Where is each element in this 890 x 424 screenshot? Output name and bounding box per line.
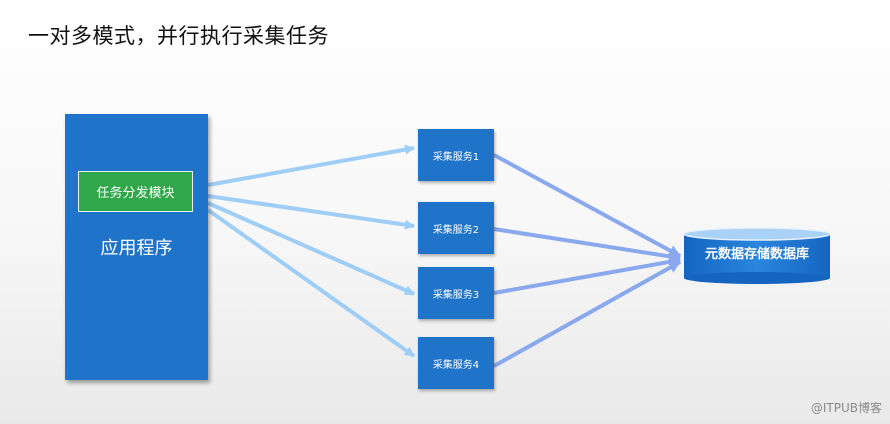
arrow-service-4-to-db <box>493 260 681 368</box>
arrow-module-to-service-1 <box>207 144 415 187</box>
collection-service-1: 采集服务1 <box>418 129 494 181</box>
application-box: 任务分发模块 应用程序 <box>65 114 208 380</box>
arrow-service-2-to-db <box>493 227 681 263</box>
task-dispatch-module: 任务分发模块 <box>78 171 193 212</box>
arrow-module-to-service-3 <box>207 201 415 296</box>
arrow-module-to-service-4 <box>206 208 416 358</box>
collection-service-4: 采集服务4 <box>418 337 494 389</box>
collection-service-2: 采集服务2 <box>418 202 494 254</box>
watermark: @ITPUB博客 <box>810 401 882 415</box>
arrow-service-3-to-db <box>493 256 681 295</box>
database-cylinder-icon <box>683 227 831 284</box>
application-label: 应用程序 <box>100 238 173 259</box>
slide-title: 一对多模式，并行执行采集任务 <box>28 24 329 48</box>
arrow-module-to-service-2 <box>207 194 415 230</box>
database-label: 元数据存储数据库 <box>704 247 809 262</box>
collection-service-3: 采集服务3 <box>418 267 494 319</box>
arrow-service-1-to-db <box>493 153 681 258</box>
